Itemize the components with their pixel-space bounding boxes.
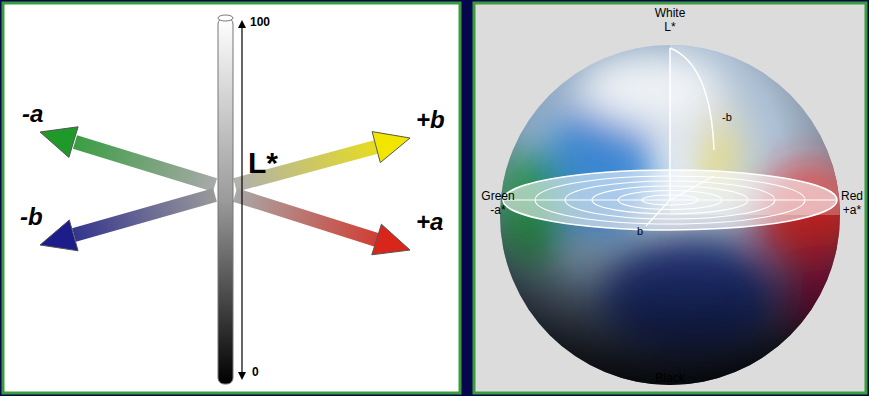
axis-name: -b: [722, 112, 732, 123]
axis-name: L*: [664, 21, 675, 33]
axis-name: Green: [481, 190, 514, 202]
pole-label: White: [655, 7, 686, 19]
axis-name: +a*: [843, 204, 861, 216]
lightness-bar: [218, 15, 242, 384]
axis-name: +a: [416, 210, 443, 234]
axis-name: -b: [20, 205, 43, 229]
scale-value: 0: [252, 366, 259, 378]
color-sphere: [495, 45, 865, 385]
axis-name: -a: [22, 102, 43, 126]
left-panel: [3, 3, 460, 393]
axis-name: -a*: [490, 204, 505, 216]
axis-name: L*: [248, 148, 278, 178]
scale-value: 100: [250, 16, 270, 28]
axis-name: +b: [416, 108, 445, 132]
right-panel: [474, 3, 866, 393]
axis-name: Red: [841, 190, 863, 202]
pole-label: Black: [655, 372, 684, 384]
axis-name: b: [637, 226, 643, 237]
